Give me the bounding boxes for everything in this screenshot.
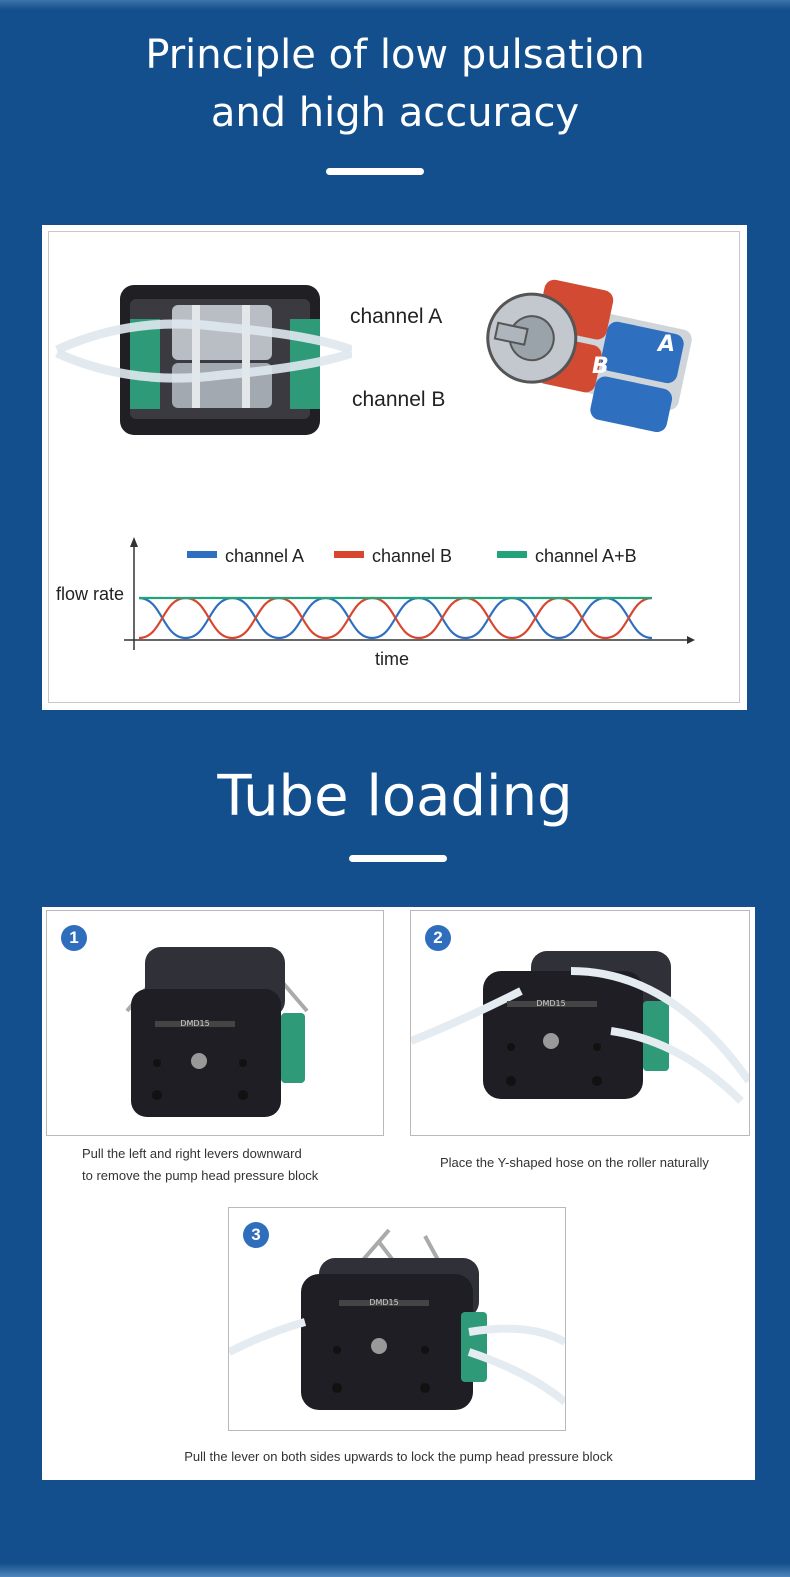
step-1-caption: Pull the left and right levers downward … <box>82 1143 318 1187</box>
title-underline-2 <box>349 855 447 862</box>
legend-swatch-1 <box>187 551 217 558</box>
legend-label-3: channel A+B <box>535 546 637 566</box>
step-3-frame: 3 DMD15 <box>228 1207 566 1431</box>
step-3-badge: 3 <box>243 1222 269 1248</box>
top-edge-band <box>0 0 790 10</box>
bottom-edge-band <box>0 1563 790 1577</box>
channel-a-label: channel A <box>350 305 443 328</box>
roller-label-a: A <box>656 332 675 357</box>
pump-head-locked-image: DMD15 <box>229 1228 565 1410</box>
legend-swatch-3 <box>497 551 527 558</box>
legend-label-1: channel A <box>225 546 304 566</box>
channel-b-label: channel B <box>352 388 446 411</box>
title-line-2: and high accuracy <box>210 90 580 136</box>
title-underline <box>326 168 424 175</box>
step-1-model-label: DMD15 <box>180 1019 209 1028</box>
legend-swatch-2 <box>334 551 364 558</box>
step-3-caption: Pull the lever on both sides upwards to … <box>184 1449 613 1464</box>
step-1-frame: 1 DMD15 <box>46 910 384 1136</box>
roller-label-b: B <box>592 354 609 379</box>
title-line-1: Principle of low pulsation <box>145 32 645 78</box>
roller-illustration: A B <box>486 279 692 433</box>
step-2-caption: Place the Y-shaped hose on the roller na… <box>440 1155 709 1170</box>
step-2-model-label: DMD15 <box>536 999 565 1008</box>
step-1-badge: 1 <box>61 925 87 951</box>
step-2-frame: 2 DMD15 <box>410 910 750 1136</box>
series-line-2 <box>138 596 653 640</box>
step-1-caption-line-2: to remove the pump head pressure block <box>82 1168 319 1183</box>
dual-channel-pump-head-illustration <box>55 285 352 435</box>
legend-label-2: channel B <box>372 546 452 566</box>
pump-head-hose-image: DMD15 <box>411 951 749 1104</box>
tube-loading-card: 1 DMD15 Pull the left and right levers d… <box>42 907 755 1480</box>
step-1-caption-line-1: Pull the left and right levers downward <box>82 1146 302 1161</box>
y-axis-label: flow rate <box>56 584 124 604</box>
pump-head-open-image: DMD15 <box>125 947 309 1117</box>
step-2-badge: 2 <box>425 925 451 951</box>
section-title-principle: Principle of low pulsation and high accu… <box>0 26 790 142</box>
x-axis-arrow <box>687 636 695 644</box>
y-axis-arrow <box>130 537 138 547</box>
section-title-tube-loading: Tube loading <box>217 764 573 829</box>
flow-rate-chart: flow rate time channel A channel B channel A… <box>56 537 695 669</box>
step-3-model-label: DMD15 <box>369 1298 398 1307</box>
principle-card: channel A channel B A B flow rate time cha… <box>42 225 747 710</box>
x-axis-label: time <box>375 649 409 669</box>
